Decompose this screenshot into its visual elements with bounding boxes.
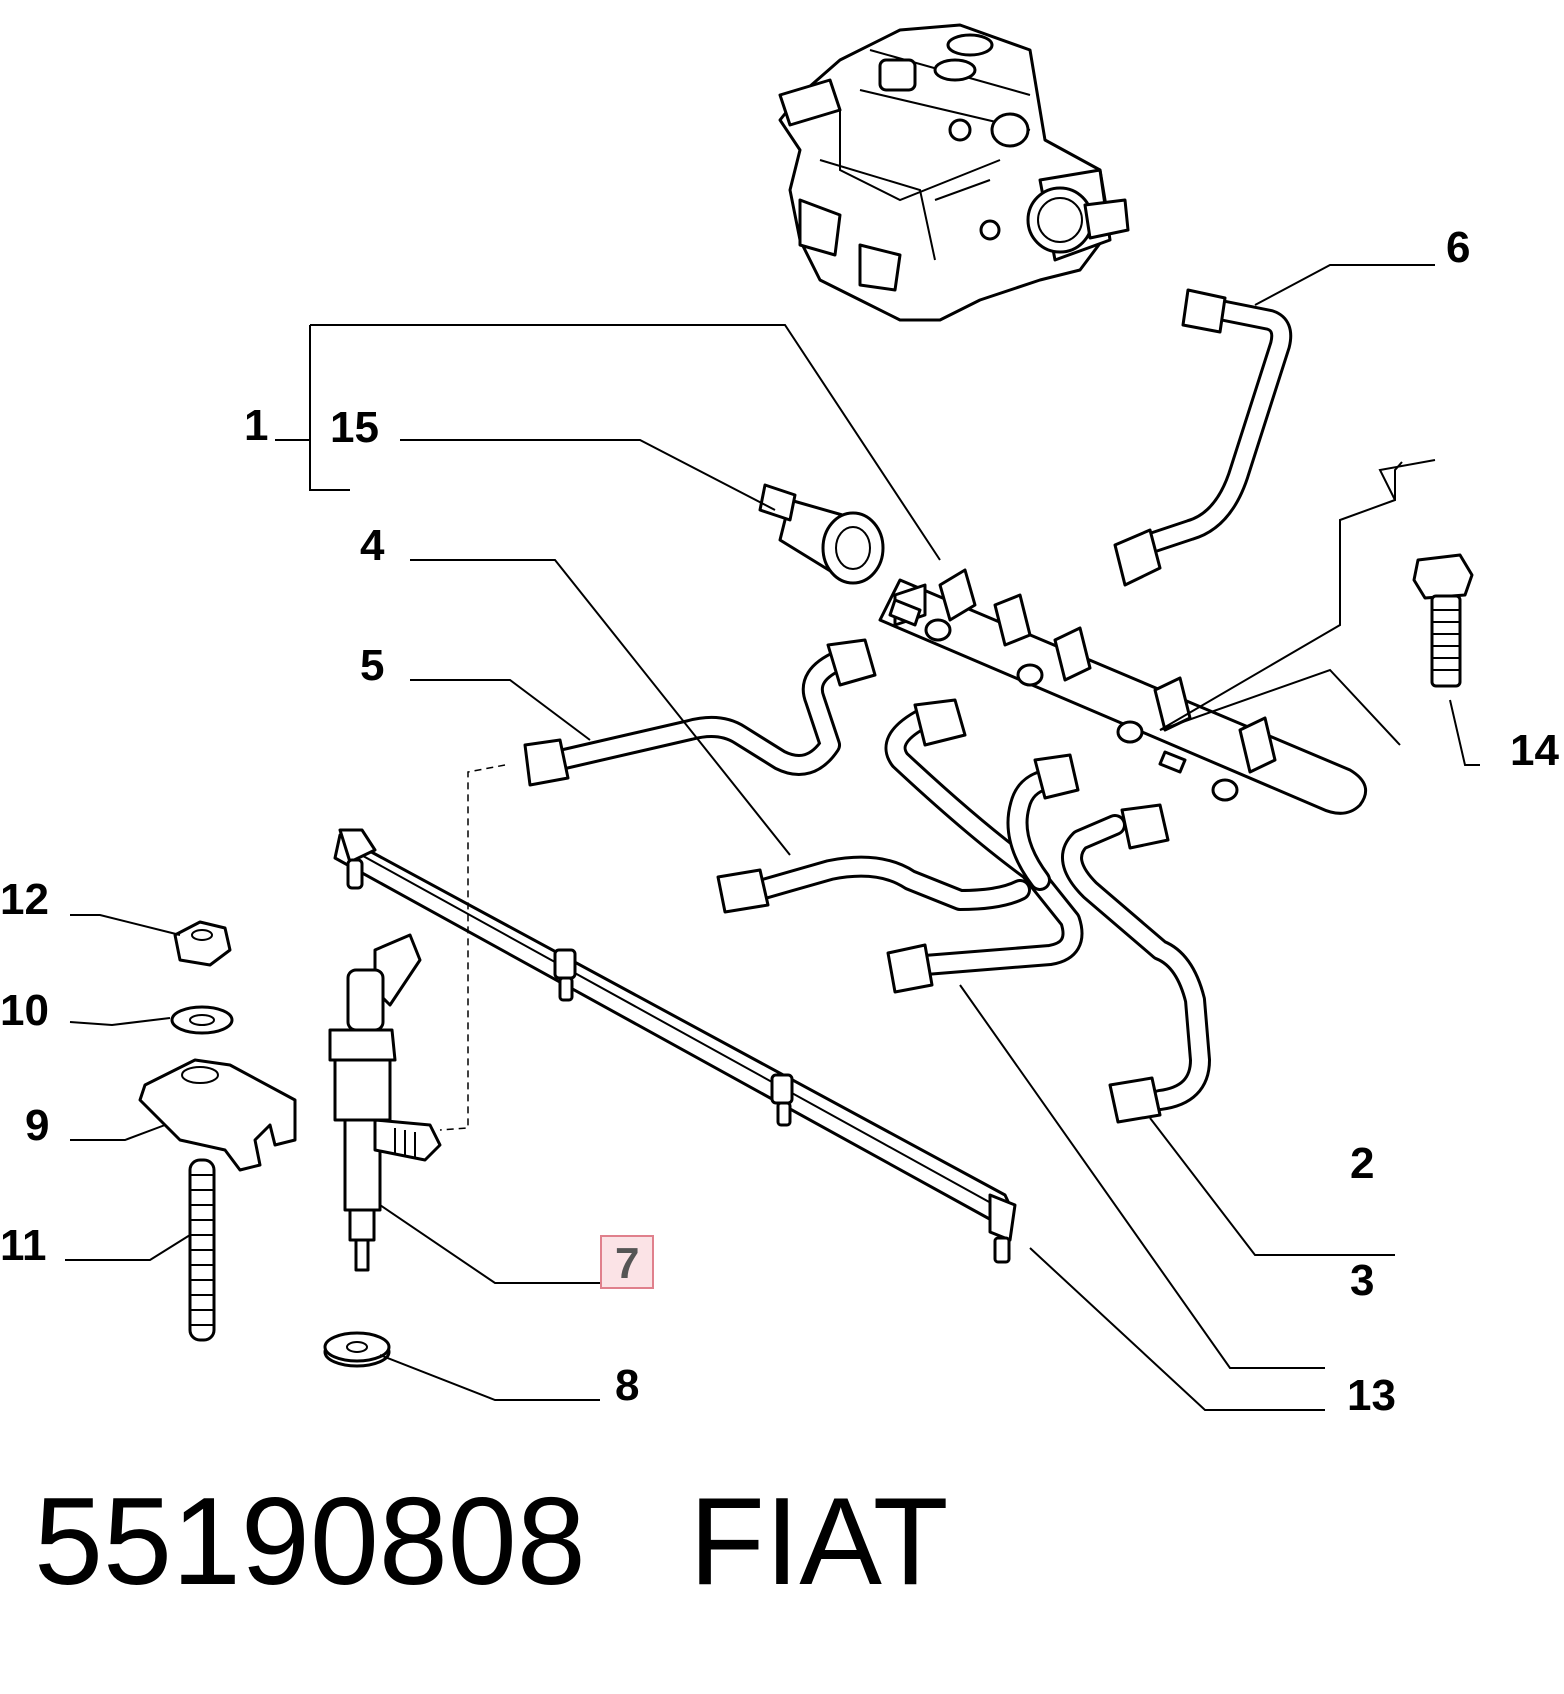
callout-9[interactable]: 9	[25, 1101, 49, 1150]
bolt-14	[1412, 553, 1474, 688]
high-pressure-pump	[778, 23, 1130, 322]
injector-clamp-9	[138, 1058, 297, 1172]
high-pressure-pipe-2	[1061, 803, 1211, 1124]
callout-13[interactable]: 13	[1347, 1371, 1396, 1420]
high-pressure-pipe-4	[716, 855, 1031, 914]
washer-10	[170, 1005, 234, 1035]
nut-12	[173, 920, 232, 967]
callout-15[interactable]: 15	[330, 403, 379, 452]
callout-3[interactable]: 3	[1350, 1256, 1374, 1305]
part-number: 55190808	[34, 1473, 586, 1611]
footer-caption: 55190808 FIAT	[34, 1480, 949, 1604]
callout-6[interactable]: 6	[1446, 223, 1470, 272]
leak-off-connection-dashed	[439, 764, 506, 1131]
callout-2[interactable]: 2	[1350, 1139, 1374, 1188]
callouts: 1 15 4 5 6 12 10 9 11 14 2 3 13 8 7	[0, 223, 1559, 1420]
injector-washer-8	[323, 1331, 391, 1368]
callout-8[interactable]: 8	[615, 1361, 639, 1410]
pressure-sensor-15	[758, 483, 885, 585]
callout-4[interactable]: 4	[360, 521, 385, 570]
callout-1[interactable]: 1	[244, 401, 268, 450]
callout-7-highlight	[600, 1235, 654, 1289]
high-pressure-pipe-6	[1113, 288, 1293, 587]
callout-10[interactable]: 10	[0, 986, 49, 1035]
callout-5[interactable]: 5	[360, 641, 384, 690]
high-pressure-pipe-extra	[1006, 753, 1080, 891]
injector-7[interactable]	[328, 933, 442, 1272]
callout-12[interactable]: 12	[0, 875, 49, 924]
callout-14[interactable]: 14	[1510, 726, 1559, 775]
brand-name: FIAT	[689, 1473, 949, 1611]
stud-11	[188, 1158, 216, 1342]
callout-7[interactable]: 7	[615, 1239, 639, 1288]
high-pressure-pipe-3	[884, 698, 1084, 994]
return-line-13	[333, 828, 1017, 1264]
high-pressure-pipe-5	[523, 638, 877, 787]
callout-11[interactable]: 11	[0, 1221, 47, 1270]
fuel-rail-assembly	[878, 568, 1368, 815]
leader-lines	[65, 264, 1480, 1411]
